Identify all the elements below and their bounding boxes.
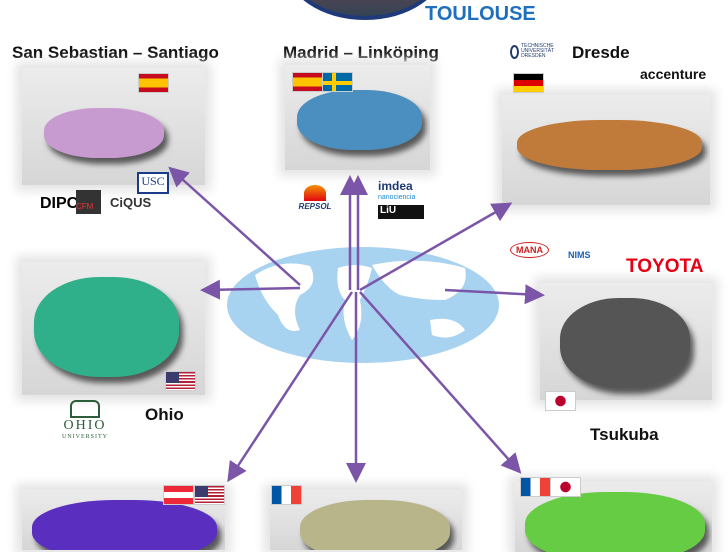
imdea-text: imdea: [378, 179, 413, 193]
group-label-dresde: Dresde: [572, 43, 630, 62]
molecule-image: [297, 90, 422, 150]
molecule-image: [300, 500, 450, 550]
flag-austria: [163, 485, 194, 505]
toulouse-label: TOULOUSE: [425, 3, 536, 25]
molecule-panel-san-sebastian: [22, 68, 205, 185]
molecule-image: [32, 500, 217, 550]
ciqus-logo: CiQUS: [110, 195, 152, 210]
imdea-sub: nanociencia: [378, 194, 416, 201]
group-label-tsukuba: Tsukuba: [590, 425, 659, 444]
flag-spain: [138, 73, 169, 93]
molecule-panel-bottom-right: [515, 482, 712, 552]
accenture-logo: accenture: [640, 66, 707, 82]
flag-japan: [550, 477, 581, 497]
flag-germany: [513, 73, 544, 93]
nims-logo: NIMS: [568, 250, 591, 260]
cfm-logo: CFM: [76, 190, 101, 214]
tu-dresden-emblem-icon: [510, 44, 520, 59]
molecule-panel-tsukuba: [540, 283, 712, 400]
tud-text: TECHNISCHE UNIVERSITÄT DRESDEN: [521, 43, 555, 59]
flag-france: [271, 485, 302, 505]
molecule-image: [517, 120, 702, 170]
flag-usa: [165, 371, 196, 391]
group-label-madrid: Madrid – Linköping: [283, 43, 439, 62]
flag-japan: [545, 391, 576, 411]
imdea-logo: imdea nanociencia: [378, 179, 416, 202]
repsol-logo: REPSOL: [293, 185, 337, 220]
liu-logo: LiU: [378, 205, 424, 219]
molecule-panel-madrid: [285, 65, 430, 170]
molecule-image: [34, 277, 179, 377]
collaboration-arrows: [168, 166, 545, 483]
ohio-logo-text: OHIO: [63, 418, 107, 433]
group-label-ohio: Ohio: [145, 405, 184, 424]
flag-sweden: [322, 72, 353, 92]
molecule-panel-dresde: [502, 95, 710, 205]
molecule-panel-bottom-center: [270, 490, 462, 550]
ohio-building-icon: [70, 400, 100, 418]
toyota-logo: TOYOTA: [626, 256, 704, 277]
molecule-image: [525, 492, 705, 552]
ohio-logo-sub: UNIVERSITY: [62, 434, 108, 440]
molecule-image: [44, 108, 164, 158]
dipc-logo: DIPC: [40, 195, 79, 212]
molecule-image: [560, 298, 690, 388]
mana-logo: MANA: [510, 242, 549, 258]
group-label-san-sebastian: San Sebastian – Santiago: [12, 43, 219, 62]
world-map-ocean: [227, 247, 499, 363]
tu-dresden-logo: TECHNISCHE UNIVERSITÄT DRESDEN: [510, 44, 568, 59]
ohio-university-logo: OHIO UNIVERSITY: [62, 400, 108, 440]
flag-usa: [194, 485, 225, 505]
usc-logo: USC: [137, 172, 169, 194]
repsol-flame-icon: [304, 185, 326, 201]
repsol-text: REPSOL: [298, 202, 332, 211]
